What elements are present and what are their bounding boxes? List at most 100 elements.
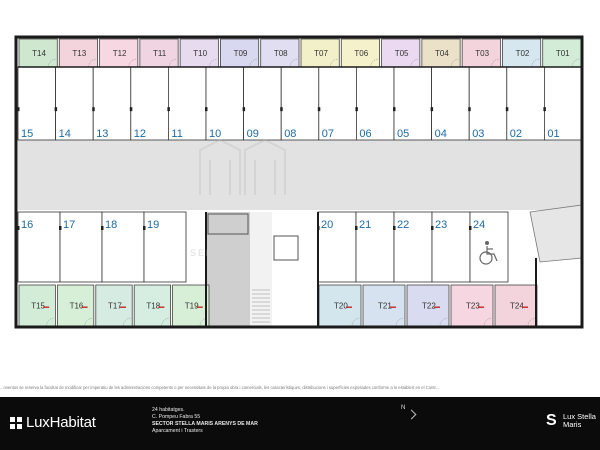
storage-label: T11	[153, 49, 167, 58]
storage-label: T09	[234, 49, 248, 58]
parking-space	[17, 66, 56, 141]
door-swing	[199, 317, 209, 327]
parking-space	[544, 66, 583, 141]
column	[469, 226, 472, 230]
parking-number: 07	[322, 128, 334, 140]
parking-space	[59, 211, 103, 283]
door-swing	[161, 317, 170, 327]
parking-space	[92, 66, 132, 141]
parking-number: 06	[359, 128, 371, 140]
storage-label: T06	[354, 49, 368, 58]
parking-number: 20	[321, 219, 333, 231]
column	[143, 226, 146, 230]
storage-room	[260, 38, 300, 68]
door-swing	[351, 317, 361, 327]
storage-room	[133, 284, 171, 327]
column	[101, 226, 104, 230]
storage-marker	[43, 306, 50, 308]
parking-number: 24	[473, 219, 485, 231]
storage-marker	[81, 306, 88, 308]
north-arrow-icon	[406, 409, 417, 420]
lux-s-logo-icon: S	[546, 412, 557, 429]
parking-space	[280, 66, 320, 141]
parking-number: 10	[209, 128, 221, 140]
parking-space	[318, 66, 357, 141]
parking-space	[355, 211, 395, 283]
column	[17, 107, 20, 112]
parking-number: 23	[435, 219, 447, 231]
lux-stella-maris-logo: S Lux Stella Maris	[546, 413, 596, 429]
door-swing	[439, 317, 449, 327]
column	[505, 107, 509, 112]
door-swing	[46, 317, 55, 327]
storage-room	[172, 284, 210, 327]
storage-room	[58, 38, 98, 68]
storage-label: T17	[108, 302, 122, 311]
storage-marker	[120, 306, 126, 308]
parking-space	[393, 66, 432, 141]
parking-number: 18	[105, 219, 117, 231]
storage-room	[450, 284, 494, 327]
column	[167, 107, 170, 112]
parking-space	[143, 211, 187, 283]
storage-label: T18	[146, 302, 160, 311]
storage-label: T24	[510, 302, 524, 311]
storage-room	[99, 38, 139, 68]
column	[393, 107, 396, 112]
storage-label: T13	[72, 49, 86, 58]
door-swing	[483, 317, 493, 327]
storage-label: T04	[435, 49, 449, 58]
storage-marker	[158, 306, 165, 308]
column	[355, 226, 358, 230]
storage-room	[18, 284, 56, 327]
column	[431, 226, 434, 230]
storage-room	[421, 38, 461, 68]
storage-label: T01	[556, 49, 570, 58]
storage-marker	[522, 306, 528, 308]
storage-marker	[434, 306, 440, 308]
storage-label: T20	[334, 302, 348, 311]
project-info: 24 habitatges. C. Pompeu Fabra 55 SECTOR…	[152, 407, 258, 435]
storage-marker	[196, 306, 203, 308]
storage-room	[494, 284, 538, 327]
footer-bar: LuxHabitat 24 habitatges. C. Pompeu Fabr…	[0, 397, 600, 450]
core-elevator	[206, 212, 250, 326]
storage-room	[502, 38, 542, 68]
parking-number: 14	[59, 128, 71, 140]
storage-room	[406, 284, 450, 327]
storage-room	[381, 38, 421, 68]
storage-label: T21	[378, 302, 392, 311]
parking-space	[469, 211, 509, 283]
parking-number: 21	[359, 219, 371, 231]
watermark-logo	[199, 138, 286, 195]
column	[17, 226, 20, 230]
parking-number: 08	[284, 128, 296, 140]
door-swing	[395, 317, 405, 327]
door-swing	[84, 317, 93, 327]
column	[280, 107, 283, 112]
parking-number: 02	[510, 128, 522, 140]
door-swing	[527, 317, 537, 327]
column	[468, 107, 471, 112]
storage-label: T10	[193, 49, 207, 58]
parking-space	[355, 66, 395, 141]
storage-room	[362, 284, 406, 327]
parking-space	[393, 211, 433, 283]
parking-space	[205, 66, 244, 141]
parking-number: 19	[147, 219, 159, 231]
parking-number: 22	[397, 219, 409, 231]
storage-marker	[390, 306, 396, 308]
storage-label: T07	[314, 49, 328, 58]
door-swing	[122, 317, 132, 327]
parking-number: 01	[547, 128, 559, 140]
parking-space	[243, 66, 282, 141]
legal-disclaimer: ...nventos se reserva la facultat de mod…	[0, 385, 440, 390]
column	[355, 107, 358, 112]
parking-number: 11	[171, 128, 182, 140]
parking-space	[431, 211, 471, 283]
parking-number: 03	[472, 128, 484, 140]
column	[59, 226, 62, 230]
storage-label: T23	[466, 302, 480, 311]
column	[393, 226, 396, 230]
wheelchair-icon	[479, 241, 498, 265]
